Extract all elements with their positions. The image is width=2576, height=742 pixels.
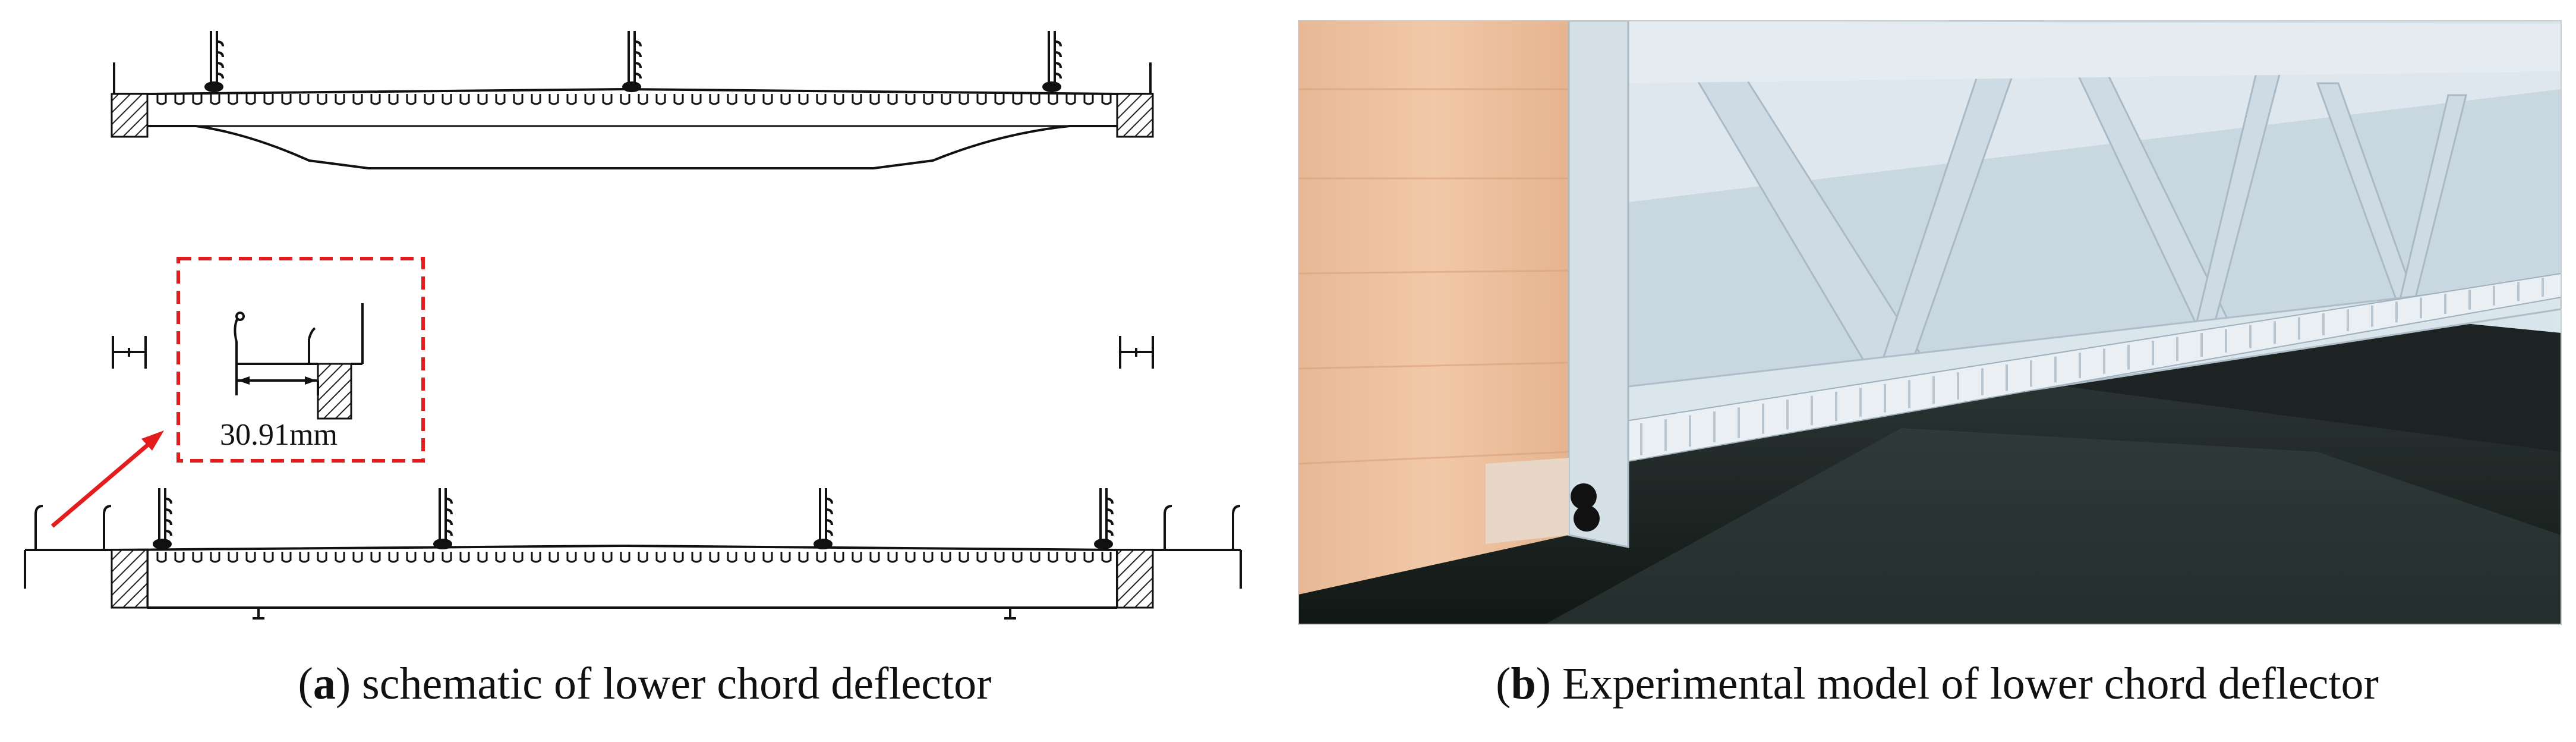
caption-a: (a) schematic of lower chord deflector (298, 659, 992, 709)
callout-arrow (51, 430, 164, 528)
top-cross-section (111, 31, 1154, 169)
caption-b: (b) Experimental model of lower chord de… (1496, 659, 2379, 709)
experimental-model-photo (1298, 20, 2562, 625)
i-beam-marker-left (112, 336, 147, 369)
caption-b-text: Experimental model of lower chord deflec… (1562, 659, 2379, 709)
caption-a-letter: a (313, 659, 336, 709)
detail-highlight-box (176, 257, 425, 463)
caption-b-letter: b (1511, 659, 1536, 709)
dimension-label: 30.91mm (220, 418, 338, 452)
deflector-detail (234, 303, 364, 420)
caption-a-text: schematic of lower chord deflector (362, 659, 992, 709)
schematic-drawing: 30.91mm (24, 31, 1242, 620)
i-beam-marker-right (1119, 336, 1154, 369)
bottom-cross-section (24, 488, 1242, 620)
